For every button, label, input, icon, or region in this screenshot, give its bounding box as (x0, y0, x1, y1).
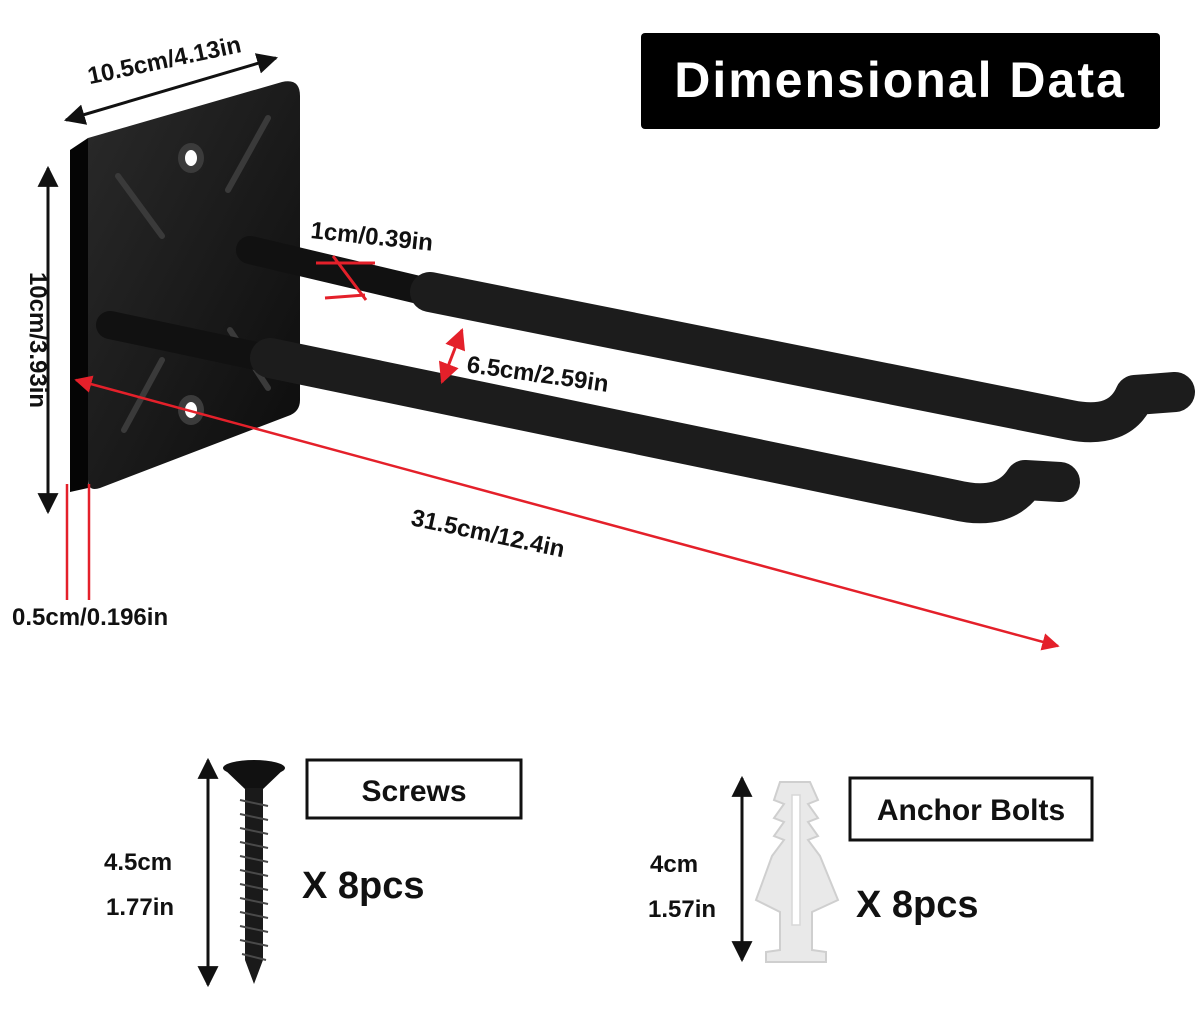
screw-icon (223, 760, 285, 984)
plate-thickness-label: 0.5cm/0.196in (12, 604, 168, 631)
title: Dimensional Data (674, 52, 1126, 108)
screws-label: Screws (361, 775, 466, 808)
screws-label-box (305, 758, 523, 820)
total-length-label: 31.5cm/12.4in (409, 504, 567, 563)
plate-width-label: 10.5cm/4.13in (85, 31, 243, 90)
screws-quantity: X 8pcs (302, 865, 425, 907)
dimension-plate-height: 10cm/3.93in (24, 165, 59, 515)
dimension-plate-thickness: 0.5cm/0.196in (12, 484, 168, 631)
screw-length-in: 1.77in (106, 894, 174, 921)
anchors-quantity: X 8pcs (856, 884, 979, 926)
mounting-plate (88, 81, 300, 489)
wall-hook (70, 81, 1195, 524)
anchor-length-cm: 4cm (650, 851, 698, 878)
anchor-length-in: 1.57in (648, 896, 716, 923)
anchors-label-box (848, 776, 1094, 842)
plate-height-label: 10cm/3.93in (24, 272, 51, 408)
screws-section: 4.5cm 1.77in Screws (104, 757, 523, 988)
screw-hole-icon (178, 143, 204, 173)
title-banner: Dimensional Data (641, 33, 1160, 129)
plate-edge (70, 138, 88, 492)
screw-length-cm: 4.5cm (104, 849, 172, 876)
rod-diameter-label: 1cm/0.39in (309, 217, 434, 257)
anchors-section: 4cm 1.57in Anchor Bolts X 8pcs (648, 775, 1094, 963)
upper-rod-foam (410, 272, 1195, 443)
anchor-bolt-icon (754, 781, 840, 963)
lower-rod (96, 311, 289, 374)
anchors-label: Anchor Bolts (877, 794, 1065, 827)
